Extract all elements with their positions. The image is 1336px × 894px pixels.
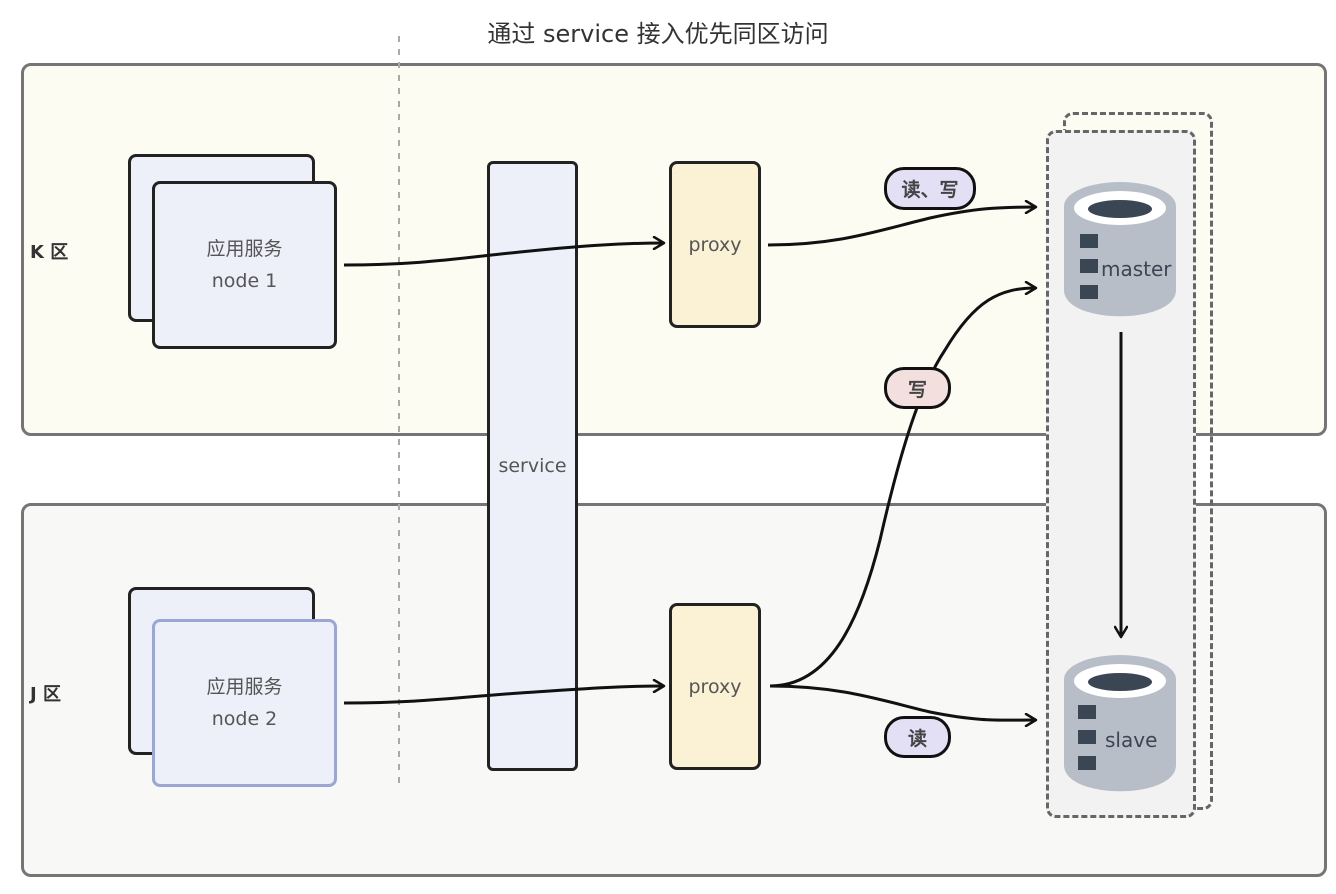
- diagram-title: 通过 service 接入优先同区访问: [0, 14, 1316, 49]
- diagram-title-text: 通过 service 接入优先同区访问: [487, 20, 829, 48]
- edge-label-read-write-text: 读、写: [901, 179, 959, 201]
- app-node-1-name: node 1: [211, 270, 278, 292]
- zone-k-label: K 区: [30, 242, 69, 263]
- proxy-j[interactable]: proxy: [669, 603, 761, 770]
- master-label: master: [1101, 257, 1172, 281]
- edge-label-write-text: 写: [907, 378, 927, 401]
- edge-proxy-j-to-master: [769, 288, 1036, 688]
- proxy-k-label: proxy: [688, 233, 742, 256]
- edge-label-write: 写: [884, 367, 951, 409]
- proxy-j-label: proxy: [688, 675, 742, 698]
- app-node-1[interactable]: 应用服务 node 1: [152, 181, 337, 349]
- zone-j-label: J 区: [30, 684, 61, 705]
- app-node-2-title: 应用服务: [206, 676, 283, 698]
- database-slave-icon: [1064, 655, 1176, 792]
- proxy-k[interactable]: proxy: [669, 161, 761, 328]
- edge-label-read: 读: [884, 716, 951, 758]
- app-node-1-title: 应用服务: [206, 238, 283, 260]
- edge-node1-to-proxy-k: [343, 243, 664, 267]
- edge-node2-to-proxy-j: [343, 686, 664, 705]
- edge-proxy-j-to-slave: [769, 684, 1036, 720]
- service-box[interactable]: service: [487, 161, 578, 771]
- service-label: service: [498, 455, 567, 477]
- edge-proxy-k-to-master: [767, 207, 1036, 247]
- slave-label: slave: [1105, 728, 1158, 752]
- app-node-2-name: node 2: [211, 708, 278, 730]
- app-node-2[interactable]: 应用服务 node 2: [152, 619, 337, 787]
- database-master-icon: [1064, 182, 1176, 317]
- edge-label-read-write: 读、写: [884, 167, 976, 210]
- edge-label-read-text: 读: [907, 727, 927, 750]
